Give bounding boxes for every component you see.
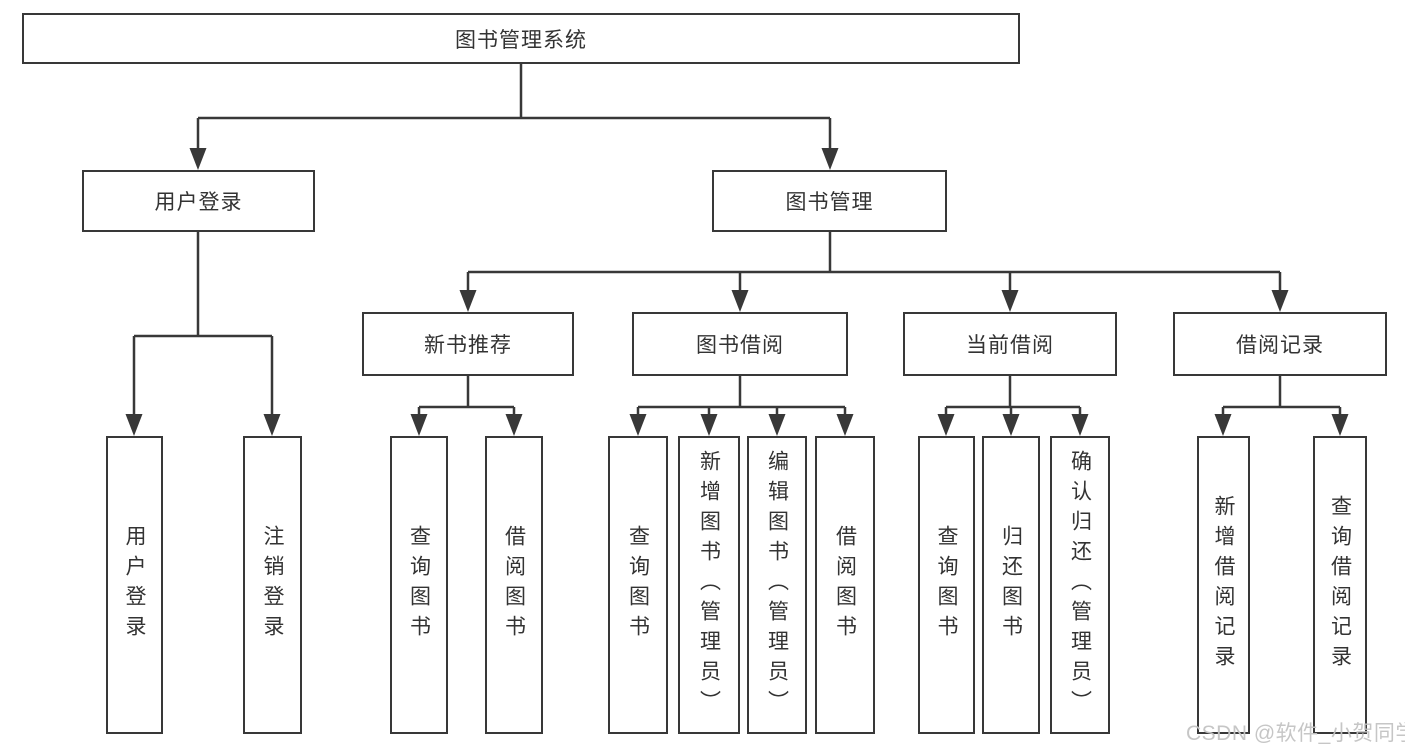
node-borrowing-records: 借阅记录 bbox=[1173, 312, 1387, 376]
leaf-label: 用户登录 bbox=[123, 525, 146, 645]
leaf-borrow-books-new-book: 借阅图书 bbox=[485, 436, 543, 734]
leaf-add-borrow-record: 新增借阅记录 bbox=[1197, 436, 1250, 734]
leaf-label: 归还图书 bbox=[999, 525, 1023, 645]
node-book-management-system: 图书管理系统 bbox=[22, 13, 1020, 64]
leaf-query-books-new-book: 查询图书 bbox=[390, 436, 448, 734]
leaf-label: 新增图书（管理员） bbox=[697, 450, 721, 720]
user-login-connector bbox=[132, 232, 274, 418]
root-connector bbox=[196, 64, 832, 152]
arrowheads bbox=[125, 148, 1349, 436]
leaf-borrow-books-borrowing: 借阅图书 bbox=[815, 436, 875, 734]
leaf-edit-books-admin: 编辑图书（管理员） bbox=[747, 436, 807, 734]
node-book-management: 图书管理 bbox=[712, 170, 947, 232]
leaf-return-books: 归还图书 bbox=[982, 436, 1040, 734]
current-borrow-connector bbox=[944, 376, 1082, 418]
node-label: 借阅记录 bbox=[1236, 334, 1324, 357]
node-label: 图书借阅 bbox=[696, 334, 784, 357]
leaf-label: 查询图书 bbox=[407, 525, 431, 645]
node-label: 新书推荐 bbox=[424, 334, 512, 357]
node-current-borrowing: 当前借阅 bbox=[903, 312, 1117, 376]
leaf-add-books-admin: 新增图书（管理员） bbox=[678, 436, 740, 734]
leaf-query-books-current: 查询图书 bbox=[918, 436, 975, 734]
node-label: 当前借阅 bbox=[966, 334, 1054, 357]
leaf-label: 新增借阅记录 bbox=[1212, 495, 1235, 675]
leaf-label: 注销登录 bbox=[261, 525, 284, 645]
node-label: 图书管理系统 bbox=[455, 28, 587, 52]
leaf-label: 借阅图书 bbox=[833, 525, 857, 645]
node-user-login: 用户登录 bbox=[82, 170, 315, 232]
leaf-label: 查询借阅记录 bbox=[1328, 495, 1352, 675]
leaf-label: 查询图书 bbox=[626, 525, 650, 645]
leaf-label: 借阅图书 bbox=[502, 525, 526, 645]
leaf-query-books-borrowing: 查询图书 bbox=[608, 436, 668, 734]
node-label: 图书管理 bbox=[785, 191, 874, 214]
leaf-confirm-return-admin: 确认归还（管理员） bbox=[1050, 436, 1110, 734]
leaf-user-login: 用户登录 bbox=[106, 436, 163, 734]
node-label: 用户登录 bbox=[154, 191, 243, 214]
watermark: CSDN @软件_小贺同学 bbox=[1186, 722, 1405, 745]
new-book-connector bbox=[417, 376, 516, 418]
leaf-label: 确认归还（管理员） bbox=[1068, 450, 1092, 720]
leaf-label: 编辑图书（管理员） bbox=[765, 450, 789, 720]
book-management-connector bbox=[466, 232, 1282, 294]
leaf-label: 查询图书 bbox=[935, 525, 958, 645]
leaf-query-borrow-record: 查询借阅记录 bbox=[1313, 436, 1367, 734]
node-book-borrowing: 图书借阅 bbox=[632, 312, 848, 376]
book-borrow-connector bbox=[636, 376, 847, 418]
borrow-record-connector bbox=[1221, 376, 1342, 418]
node-new-book-recommendation: 新书推荐 bbox=[362, 312, 574, 376]
leaf-logout: 注销登录 bbox=[243, 436, 302, 734]
